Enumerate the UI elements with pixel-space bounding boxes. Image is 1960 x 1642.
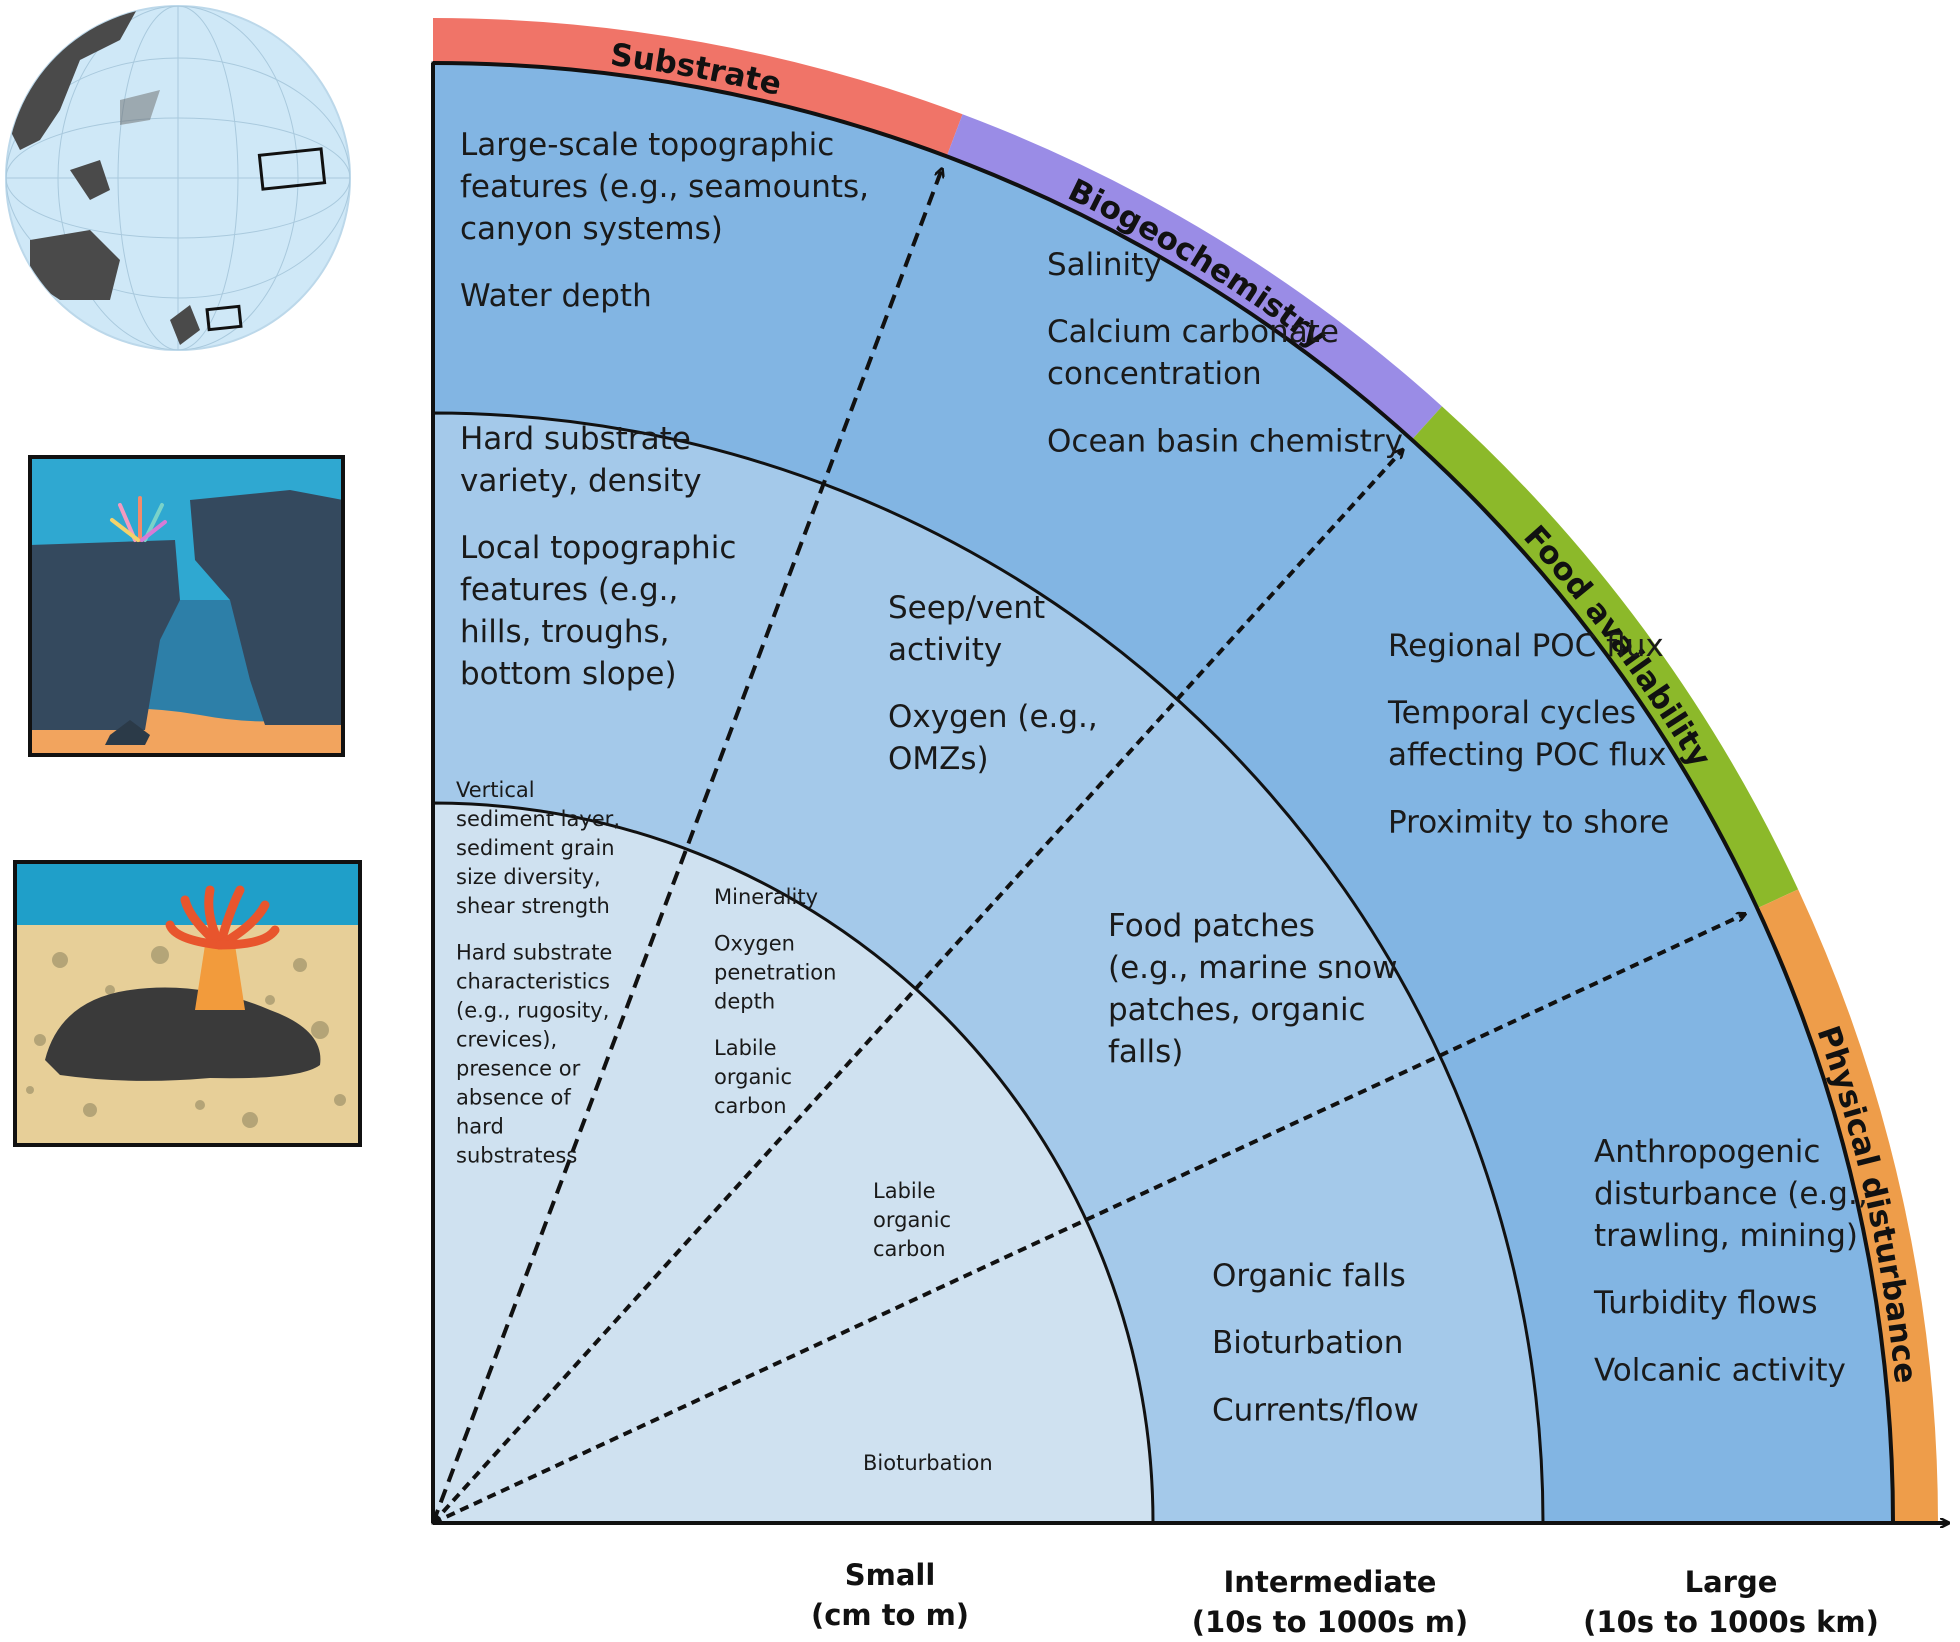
cell-line: Hard substrate [456,940,612,964]
cell-line: affecting POC flux [1388,737,1667,773]
cell-line: Oxygen [714,931,795,955]
band-physical-disturbance [1757,889,1938,1523]
cell-line: crevices), [456,1027,557,1051]
cell-line: Food patches [1108,908,1315,944]
cell-line: Temporal cycles [1387,695,1636,731]
cell-mid-food: Food patches (e.g., marine snow patches, o… [1108,908,1398,1070]
cell-line: characteristics [456,969,610,993]
scale-large-label: Large(10s to 1000s km) [1583,1565,1879,1639]
cell-line: features (e.g., seamounts, [460,169,869,205]
coral-icon [110,496,167,542]
cell-line: organic [714,1065,792,1089]
cell-line: features (e.g., [460,572,678,608]
cell-line: falls) [1108,1034,1183,1070]
cell-line: shear strength [456,894,610,918]
cell-small-food: Labile organic carbon [873,1179,951,1261]
cell-line: patches, organic [1108,992,1366,1028]
cell-line: organic [873,1208,951,1232]
cell-line: sediment layer, [456,807,620,831]
cell-line: (e.g., rugosity, [456,998,609,1022]
scale-intermediate-label: Intermediate(10s to 1000s m) [1192,1565,1468,1639]
cell-line: Proximity to shore [1388,804,1669,840]
ray-food-availability [432,914,1745,1525]
cell-line: Local topographic [460,530,736,566]
cell-small-substrate: Vertical sediment layer, sediment grain siz… [456,778,620,1167]
cell-line: canyon systems) [460,211,723,247]
scale-small-label: Small(cm to m) [811,1558,969,1632]
sediment-anemone-illustration [13,860,362,1147]
study-area-box-south [205,304,243,332]
cell-line: substratess [456,1143,577,1167]
rocky-seafloor-illustration [28,455,345,757]
band-inner-edge [432,61,1895,1524]
cell-large-substrate: Large-scale topographic features (e.g., s… [460,127,869,314]
cell-line: carbon [873,1237,946,1261]
cell-line: Hard substrate [460,421,691,457]
cell-line: disturbance (e.g., [1594,1176,1868,1212]
cell-line: concentration [1047,356,1262,392]
cell-small-physical: Bioturbation [863,1451,993,1475]
cell-line: Anthropogenic [1594,1134,1820,1170]
cell-line: Large-scale topographic [460,127,834,163]
cell-line: Labile [873,1179,936,1203]
ray-biogeochemistry [431,450,1402,1525]
cell-line: variety, density [460,463,702,499]
cell-line: Vertical [456,778,535,802]
cell-line: hard [456,1114,504,1138]
cell-line: penetration [714,960,836,984]
cell-line: Salinity [1047,247,1162,283]
cell-line: Calcium carbonate [1047,314,1339,350]
cell-line: sediment grain [456,836,615,860]
cell-line: Organic falls [1212,1258,1406,1294]
study-area-box-north [257,147,327,191]
cell-line: trawling, mining) [1594,1218,1858,1254]
globe-illustration [5,5,351,351]
cell-line: Seep/vent [888,590,1045,626]
cell-line: OMZs) [888,741,989,777]
cell-line: Ocean basin chemistry [1047,423,1403,459]
cell-line: Currents/flow [1212,1392,1419,1428]
cell-texts: Large-scale topographic features (e.g., s… [456,127,1868,1475]
cell-line: Regional POC flux [1388,628,1664,664]
cell-line: bottom slope) [460,656,677,692]
small-scale-ring [431,801,1155,1525]
cell-line: hills, troughs, [460,614,670,650]
cell-line: Water depth [460,278,652,314]
band-food-availability [1411,406,1799,909]
sediment-grains [26,946,346,1128]
cell-line: Bioturbation [1212,1325,1403,1361]
cell-line: Labile [714,1036,777,1060]
cell-line: Volcanic activity [1594,1352,1846,1388]
globe-gridlines [6,6,350,350]
cell-line: Oxygen (e.g., [888,699,1098,735]
cell-large-physical: Anthropogenic disturbance (e.g., trawling,… [1593,1134,1868,1388]
cell-line: depth [714,989,775,1013]
quarter-diagram: Substrate Biogeochemistry Food availabil… [431,18,1948,1639]
scale-axis-labels: Small(cm to m) Intermediate(10s to 1000s… [811,1558,1879,1639]
cell-line: presence or [456,1056,581,1080]
cell-line: carbon [714,1094,787,1118]
anemone-icon [165,885,280,950]
category-rays [431,169,1745,1525]
cell-line: (e.g., marine snow [1108,950,1398,986]
cell-line: Minerality [714,885,818,909]
cell-line: Turbidity flows [1593,1285,1818,1321]
cell-line: activity [888,632,1002,668]
cell-line: size diversity, [456,865,601,889]
cell-line: Bioturbation [863,1451,993,1475]
cell-line: absence of [456,1085,571,1109]
